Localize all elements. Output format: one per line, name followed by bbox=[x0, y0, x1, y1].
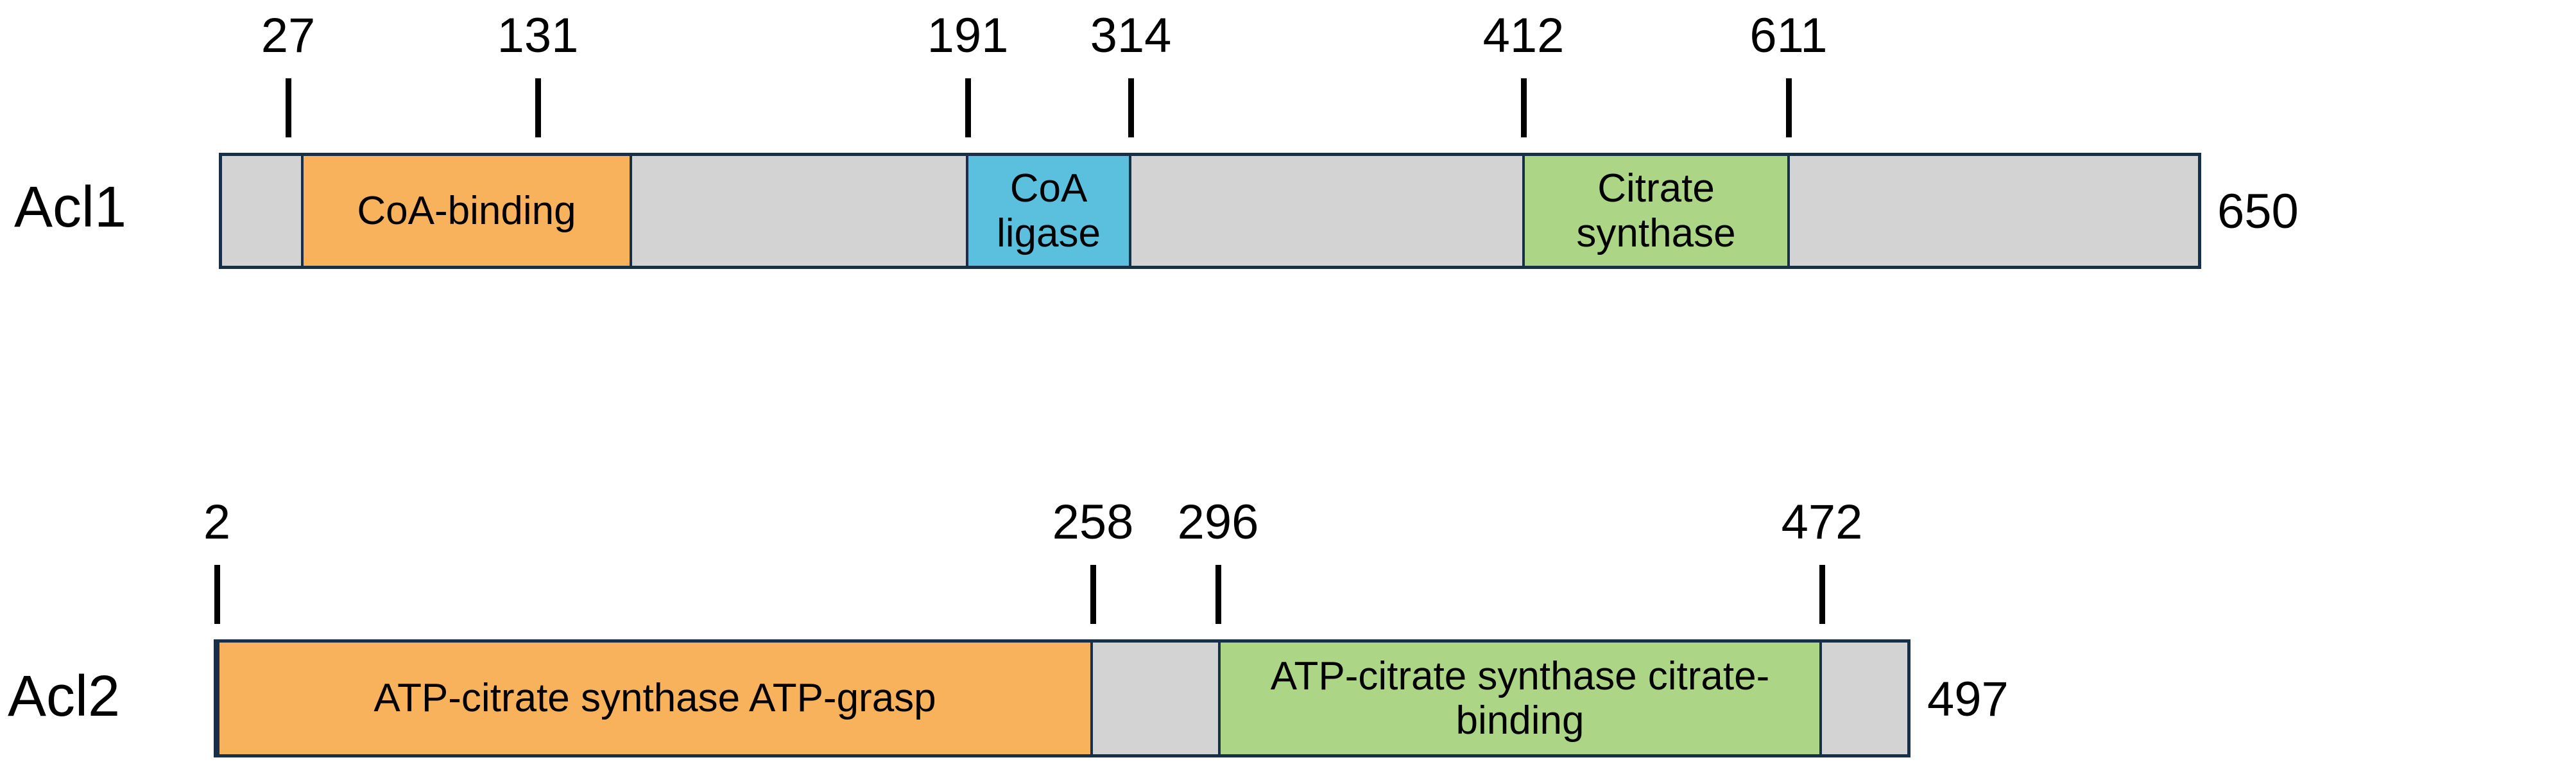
position-tick-label: 472 bbox=[1781, 495, 1863, 549]
protein-backbone: CoA-binding CoA ligase Citrate synthase bbox=[219, 153, 2201, 269]
position-tick-label: 2 bbox=[203, 495, 231, 549]
position-tick bbox=[214, 565, 220, 624]
position-tick bbox=[965, 78, 971, 137]
protein-name-label: Acl1 bbox=[14, 175, 127, 239]
domain-block: ATP-citrate synthase ATP-grasp bbox=[217, 643, 1093, 754]
protein-backbone: ATP-citrate synthase ATP-grasp ATP-citrat… bbox=[214, 639, 1911, 757]
domain-block: CoA ligase bbox=[966, 156, 1131, 266]
domain-block: CoA-binding bbox=[301, 156, 632, 266]
position-tick-label: 258 bbox=[1052, 495, 1134, 549]
domain-block: Citrate synthase bbox=[1522, 156, 1790, 266]
position-tick bbox=[1215, 565, 1221, 624]
position-tick-label: 314 bbox=[1090, 8, 1172, 63]
position-tick-label: 191 bbox=[927, 8, 1009, 63]
protein-length-label: 650 bbox=[2217, 184, 2299, 239]
position-tick bbox=[1786, 78, 1792, 137]
domain-label: CoA-binding bbox=[357, 188, 576, 233]
position-tick bbox=[286, 78, 291, 137]
position-tick-label: 296 bbox=[1177, 495, 1259, 549]
position-tick-label: 27 bbox=[261, 8, 316, 63]
position-tick-label: 412 bbox=[1482, 8, 1565, 63]
domain-label: ATP-citrate synthase ATP-grasp bbox=[374, 676, 936, 721]
position-tick-label: 131 bbox=[497, 8, 579, 63]
domain-label: CoA ligase bbox=[997, 166, 1101, 255]
domain-label: ATP-citrate synthase citrate- binding bbox=[1270, 653, 1770, 743]
domain-block: ATP-citrate synthase citrate- binding bbox=[1218, 643, 1822, 754]
position-tick bbox=[1521, 78, 1527, 137]
position-tick-label: 611 bbox=[1749, 8, 1828, 63]
position-tick bbox=[1128, 78, 1134, 137]
position-tick bbox=[535, 78, 541, 137]
position-tick bbox=[1090, 565, 1096, 624]
protein-length-label: 497 bbox=[1927, 672, 2009, 727]
position-tick bbox=[1819, 565, 1825, 624]
domain-label: Citrate synthase bbox=[1576, 166, 1736, 255]
protein-name-label: Acl2 bbox=[8, 664, 121, 729]
